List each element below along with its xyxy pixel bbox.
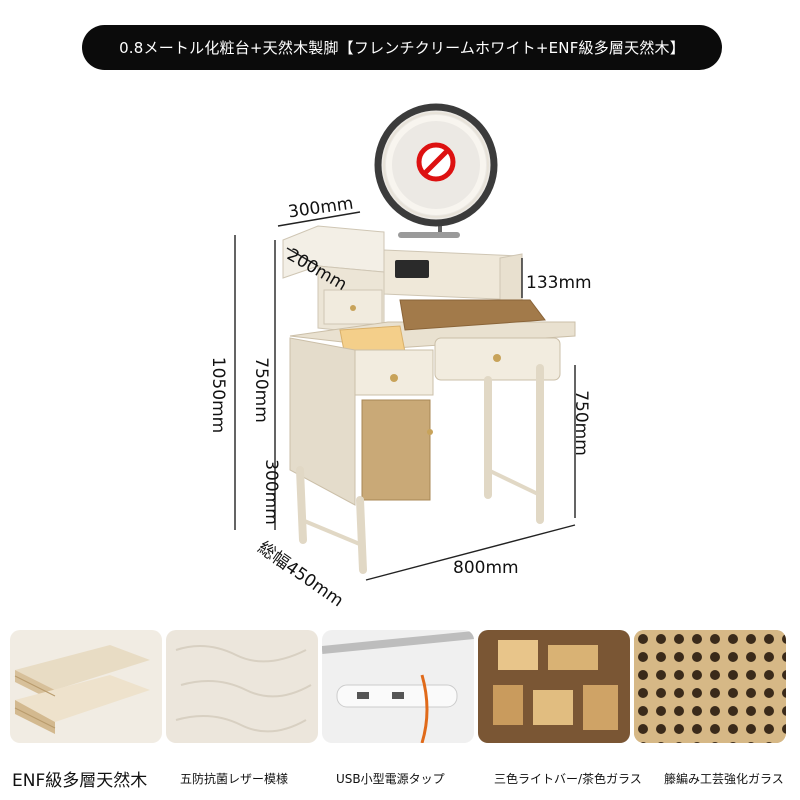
legs (296, 364, 544, 574)
caption-usb: USB小型電源タップ (336, 772, 445, 786)
multilayer-wood-icon (10, 630, 162, 743)
usb-power-strip-icon (322, 630, 474, 743)
rattan-door (361, 399, 431, 501)
dim-mirror-height: 133mm (526, 273, 592, 293)
leather-texture-icon (166, 630, 318, 743)
wireless-charger (395, 260, 429, 278)
rattan-weave-icon (634, 630, 786, 743)
glass-drawer-top (399, 299, 546, 331)
caption-multilayer-wood: ENF級多層天然木 (12, 771, 148, 791)
dim-upper-height: 750mm (250, 357, 271, 423)
caption-leather: 五防抗菌レザー模様 (180, 772, 289, 786)
no-symbol-icon (416, 142, 456, 182)
dimension-lines (234, 211, 576, 581)
mirror-rail (398, 232, 460, 238)
vanity-table-drawing (234, 103, 576, 581)
glass-drawer-icon (478, 630, 630, 743)
caption-rattan: 籐編み工芸強化ガラス (664, 772, 784, 786)
dim-total-height: 1050mm (208, 356, 229, 434)
dim-table-height: 750mm (570, 390, 591, 456)
dim-leg-height: 300mm (260, 459, 281, 525)
side-shelf (282, 225, 385, 336)
feature-thumbnails (10, 630, 790, 745)
product-illustration: 300mm 200mm 133mm 750mm 1050mm 300mm 750… (0, 80, 800, 620)
title-banner: 0.8メートル化粧台+天然木製脚【フレンチクリームホワイト+ENF級多層天然木】 (82, 25, 722, 70)
product-title: 0.8メートル化粧台+天然木製脚【フレンチクリームホワイト+ENF級多層天然木】 (119, 39, 685, 57)
caption-light-glass: 三色ライトバー/茶色ガラス (494, 772, 642, 786)
left-cabinet (289, 337, 434, 506)
dim-width: 800mm (453, 558, 519, 578)
